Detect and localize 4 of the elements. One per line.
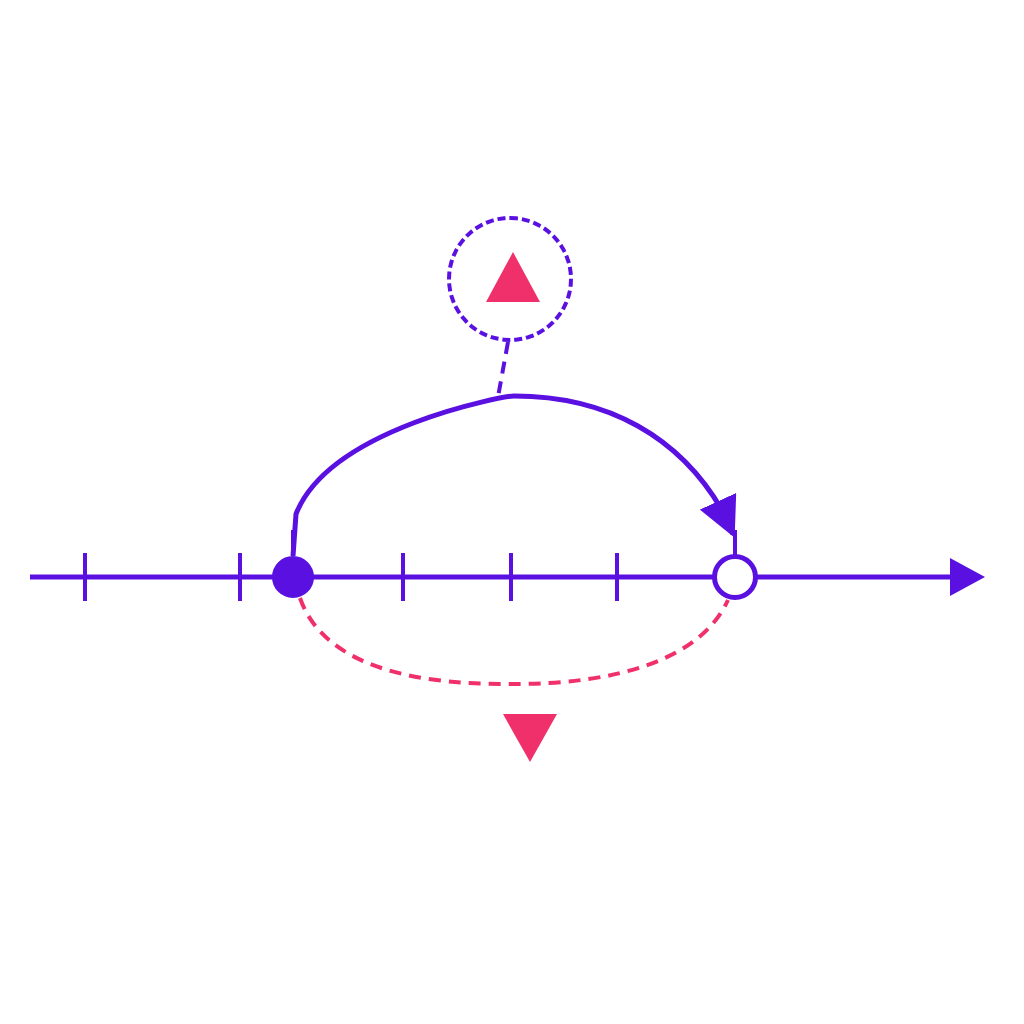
filled-dot <box>272 556 314 598</box>
dashed-curve <box>298 597 730 686</box>
curved-arrow <box>290 393 737 557</box>
dashed-circle <box>447 216 573 342</box>
